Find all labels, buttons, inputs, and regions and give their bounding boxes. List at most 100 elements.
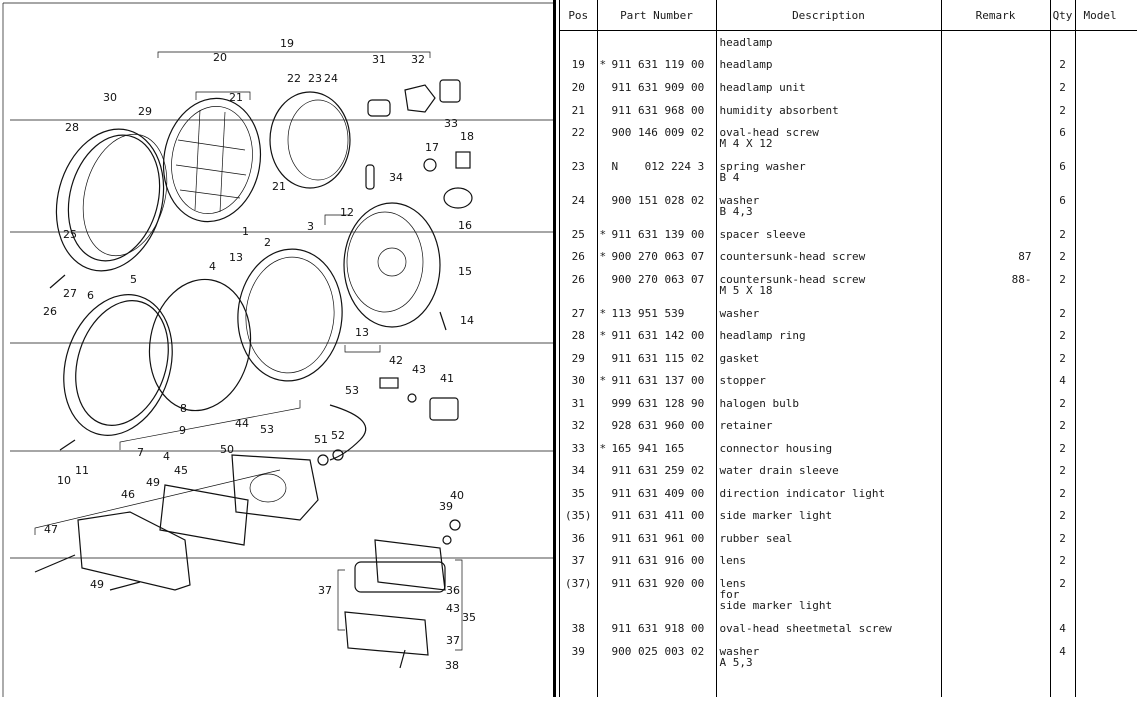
- label-45: 44: [235, 417, 249, 430]
- pos-cell: 39: [560, 639, 598, 676]
- part-number-text: 911 631 918 00: [611, 621, 705, 635]
- model-cell: [1075, 549, 1137, 572]
- qty-cell: 2: [1050, 98, 1076, 121]
- part-number-cell: *911 631 139 00: [597, 222, 717, 245]
- remark-cell: [941, 436, 1051, 459]
- model-cell: [1075, 99, 1137, 121]
- remark-cell: [941, 301, 1051, 324]
- part-number-text: 999 631 128 90: [611, 396, 705, 410]
- description-cell: headlamp ring: [716, 323, 942, 347]
- label-32: 32: [411, 53, 425, 66]
- bracket-12: [324, 214, 348, 225]
- qty-cell: 2: [1050, 244, 1076, 268]
- part-number-cell: 911 631 920 00: [597, 571, 717, 617]
- part-number-text: 928 631 960 00: [611, 418, 705, 432]
- bulb-16-part: [443, 187, 473, 209]
- fog-light-part: [231, 454, 319, 521]
- rubber-seal-part: [354, 561, 446, 593]
- part-number-text: 165 941 165: [611, 441, 685, 455]
- grommet-51-part: [317, 454, 329, 466]
- inner-ring-part: [148, 278, 252, 412]
- part-number-cell: 911 631 409 00: [597, 481, 717, 504]
- asterisk-marker: *: [599, 328, 607, 342]
- screw-14-part: [439, 311, 447, 331]
- label-11: 11: [75, 464, 89, 477]
- part-number-text: 911 631 139 00: [611, 227, 705, 241]
- asterisk-marker: *: [599, 306, 607, 320]
- model-cell: [1075, 76, 1137, 99]
- qty-cell: 2: [1050, 481, 1076, 504]
- label-46: 45: [174, 464, 188, 477]
- part-number-cell: *900 270 063 07: [597, 244, 717, 268]
- table-row: headlamp: [560, 30, 1137, 53]
- screw-26-part: [49, 274, 66, 289]
- qty-cell: 2: [1050, 503, 1076, 527]
- description-cell: direction indicator light: [716, 481, 942, 504]
- qty-cell: 2: [1050, 548, 1076, 572]
- asterisk-marker: *: [599, 249, 607, 263]
- remark-cell: [941, 154, 1051, 189]
- empty-cell: [597, 675, 717, 697]
- headlamp-ring-part: [55, 128, 165, 272]
- part-number-cell: 900 151 028 02: [597, 188, 717, 223]
- label-15: 15: [458, 265, 472, 278]
- remark-cell: [941, 368, 1051, 392]
- empty-cell: [716, 675, 942, 697]
- remark-cell: [941, 222, 1051, 245]
- part-number-cell: N 012 224 3: [597, 154, 717, 189]
- part-number-text: 911 631 259 02: [611, 463, 705, 477]
- halogen-bulb-part: [367, 99, 391, 117]
- sealed-beam-inner: [245, 256, 335, 374]
- label-13: 13: [229, 251, 243, 264]
- model-cell: [1075, 414, 1137, 437]
- qty-cell: 4: [1050, 639, 1076, 676]
- reflector-socket: [377, 247, 407, 277]
- part-number-cell: 999 631 128 90: [597, 391, 717, 414]
- bracket-37: [337, 569, 345, 631]
- lens-pattern-line: [177, 139, 246, 151]
- headlamp-exploded-drawing: 19 20 21 22 23 24 31 32 33 30 29 28 18 1…: [2, 2, 553, 697]
- remark-cell: [941, 98, 1051, 121]
- description-cell: oval-head screw M 4 X 12: [716, 120, 942, 155]
- label-47: 46: [121, 488, 135, 501]
- description-cell: washer: [716, 301, 942, 324]
- label-43: 42: [389, 354, 403, 367]
- bracket-45: [119, 400, 301, 450]
- description-cell: washer B 4,3: [716, 188, 942, 223]
- part-number-text: 911 631 411 00: [611, 508, 705, 522]
- remark-cell: [941, 526, 1051, 549]
- qty-cell: 4: [1050, 616, 1076, 640]
- parts-list-panel: Pos Part Number Description Remark Qty M…: [560, 0, 1137, 697]
- label-16: 16: [458, 219, 472, 232]
- part-number-cell: 911 631 918 00: [597, 616, 717, 640]
- label-39: 39: [439, 500, 453, 513]
- pos-cell: 31: [560, 391, 598, 414]
- part-number-text: N 012 224 3: [611, 159, 705, 173]
- pos-cell: 27: [560, 301, 598, 324]
- indicator-lens-part: [344, 611, 429, 656]
- remark-cell: [941, 30, 1051, 53]
- label-21b: 21: [272, 180, 286, 193]
- lens-pattern-line: [194, 109, 201, 211]
- label-33: 33: [444, 117, 458, 130]
- label-17: 17: [425, 141, 439, 154]
- description-cell: oval-head sheetmetal screw: [716, 616, 942, 640]
- part-number-cell: 911 631 909 00: [597, 75, 717, 99]
- part-number-cell: *113 951 539: [597, 301, 717, 324]
- label-28: 28: [65, 121, 79, 134]
- label-51: 51: [314, 433, 328, 446]
- description-cell: lens for side marker light: [716, 571, 942, 617]
- part-number-cell: 911 631 411 00: [597, 503, 717, 527]
- description-cell: rubber seal: [716, 526, 942, 549]
- pos-cell: 20: [560, 75, 598, 99]
- empty-cell: [1050, 675, 1076, 697]
- remark-cell: [941, 346, 1051, 369]
